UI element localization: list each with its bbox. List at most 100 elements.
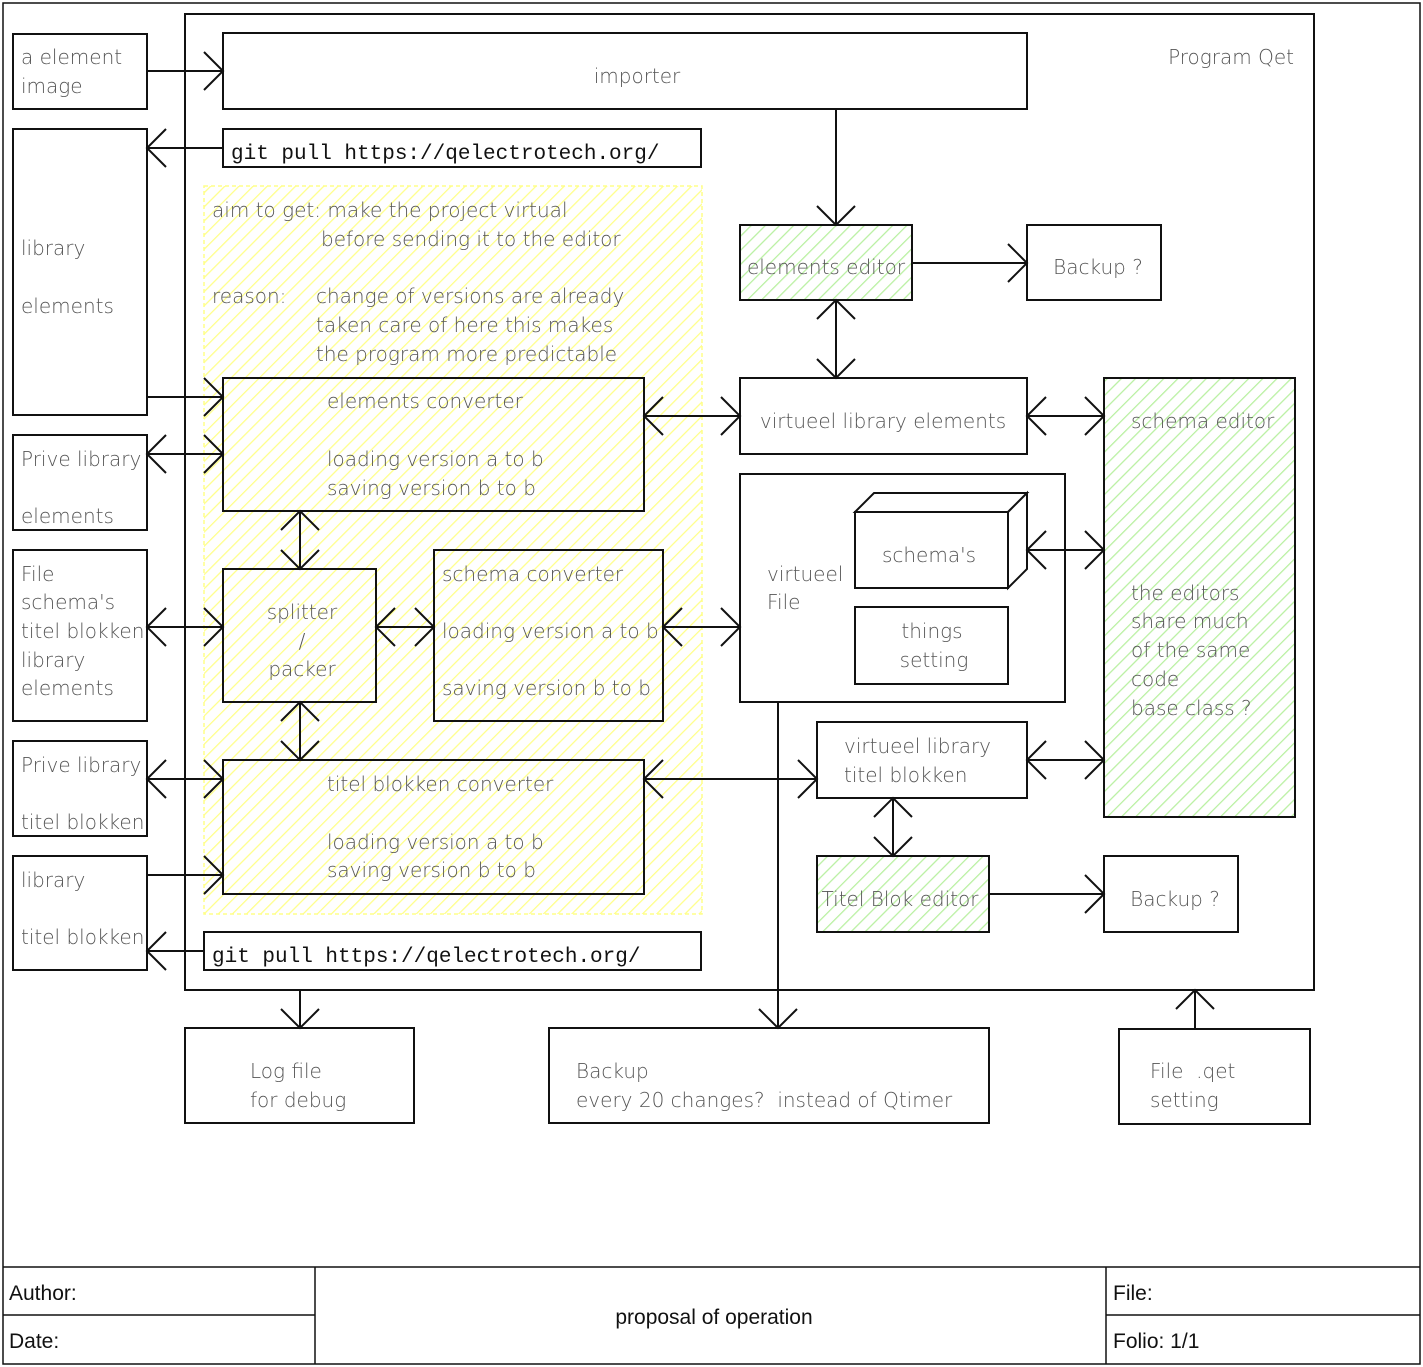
log-file-line1: Log file xyxy=(250,1059,322,1083)
arrowhead-left xyxy=(145,931,167,971)
arrowhead-down xyxy=(816,358,856,380)
arrowhead-down xyxy=(758,1008,798,1030)
file-schemas-line3: titel blokken xyxy=(21,619,144,643)
element-image-line2: image xyxy=(21,74,83,98)
arrowhead-left xyxy=(145,759,167,799)
importer-label: importer xyxy=(594,64,681,88)
titel-blokken-converter-box[interactable]: titel blokken converter loading version … xyxy=(222,759,645,895)
backup-bottom-box[interactable]: Backup every 20 changes? instead of Qtim… xyxy=(548,1027,990,1124)
schema-editor-note3: of the same xyxy=(1131,638,1250,662)
backup-bottom-line1: Backup xyxy=(576,1059,649,1083)
backup-elements-label: Backup ? xyxy=(1053,255,1143,279)
prive-library-titel-box[interactable]: Prive library titel blokken xyxy=(12,740,148,837)
library-titel-line1: library xyxy=(21,868,85,892)
library-elements-box[interactable]: library elements xyxy=(12,128,148,416)
git-pull-bottom-box[interactable]: git pull https://qelectrotech.org/ xyxy=(203,931,702,971)
folio-label: Folio: 1/1 xyxy=(1113,1330,1199,1353)
arrowhead-down xyxy=(280,1008,320,1030)
file-qet-line1: File .qet xyxy=(1150,1059,1235,1083)
schema-editor-note5: base class ? xyxy=(1131,696,1252,720)
author-label: Author: xyxy=(9,1282,77,1305)
titel-converter-line1: loading version a to b xyxy=(327,830,544,854)
virtueel-library-titel-box[interactable]: virtueel library titel blokken xyxy=(816,721,1028,799)
virtueel-library-elements-label: virtueel library elements xyxy=(760,409,1006,433)
aim-line1: aim to get: make the project virtual xyxy=(212,198,568,222)
arrowhead-down xyxy=(873,836,913,858)
arrowhead-up xyxy=(280,700,320,722)
elements-editor-label: elements editor xyxy=(747,255,906,279)
schema-converter-line2: saving version b to b xyxy=(442,676,651,700)
file-schemas-line5: elements xyxy=(21,676,114,700)
titel-blok-editor-box[interactable]: Titel Blok editor xyxy=(816,855,990,933)
arrowhead-right xyxy=(720,607,742,647)
virtueel-file-line1: virtueel xyxy=(767,562,843,586)
element-image-line1: a element xyxy=(21,45,122,69)
title-block-title: proposal of operation xyxy=(615,1306,812,1329)
connectors xyxy=(145,51,1215,1030)
schema-editor-box[interactable]: schema editor the editors share much of … xyxy=(1103,377,1296,818)
arrowhead-left xyxy=(374,607,396,647)
splitter-line3: packer xyxy=(268,657,336,681)
schema-converter-line1: loading version a to b xyxy=(442,619,659,643)
splitter-packer-box[interactable]: splitter / packer xyxy=(222,568,377,703)
things-setting-line1: things xyxy=(901,619,962,643)
arrowhead-left xyxy=(661,607,683,647)
schemas-cube[interactable]: schema's xyxy=(852,490,1030,591)
library-titel-box[interactable]: library titel blokken xyxy=(12,855,148,971)
splitter-line1: splitter xyxy=(267,600,338,624)
schema-converter-title: schema converter xyxy=(442,562,624,586)
virtueel-file-line2: File xyxy=(767,590,800,614)
reason-line3: the program more predictable xyxy=(316,342,617,366)
elements-converter-box[interactable]: elements converter loading version a to … xyxy=(222,377,645,512)
backup-titel-label: Backup ? xyxy=(1130,887,1220,911)
things-setting-box[interactable]: things setting xyxy=(854,606,1009,685)
file-schemas-line2: schema's xyxy=(21,590,115,614)
file-schemas-line4: library xyxy=(21,648,85,672)
arrowhead-right xyxy=(1084,740,1106,780)
aim-line2: before sending it to the editor xyxy=(321,227,621,251)
elements-converter-line1: loading version a to b xyxy=(327,447,544,471)
elements-editor-box[interactable]: elements editor xyxy=(739,224,913,301)
backup-elements-box[interactable]: Backup ? xyxy=(1026,224,1162,301)
date-label: Date: xyxy=(9,1330,59,1353)
arrowhead-left xyxy=(1025,396,1047,436)
splitter-line2: / xyxy=(299,629,306,653)
arrowhead-up xyxy=(1175,988,1215,1010)
prive-library-titel-line1: Prive library xyxy=(21,753,141,777)
prive-library-titel-line2: titel blokken xyxy=(21,810,144,834)
prive-library-elements-box[interactable]: Prive library elements xyxy=(12,434,148,531)
reason-line1: change of versions are already xyxy=(316,284,624,308)
library-elements-line1: library xyxy=(21,236,85,260)
title-block: Author: Date: proposal of operation File… xyxy=(3,1266,1420,1364)
log-file-box[interactable]: Log file for debug xyxy=(184,1027,415,1124)
backup-titel-box[interactable]: Backup ? xyxy=(1103,855,1239,933)
virtueel-library-titel-line2: titel blokken xyxy=(844,763,967,787)
arrowhead-down xyxy=(280,740,320,762)
importer-box[interactable]: importer xyxy=(222,32,1028,110)
arrowhead-right xyxy=(203,377,225,417)
element-image-box[interactable]: a element image xyxy=(12,33,148,110)
git-pull-top-box[interactable]: git pull https://qelectrotech.org/ xyxy=(222,128,702,168)
arrowhead-left xyxy=(642,396,664,436)
arrowhead-right xyxy=(203,51,225,91)
file-qet-box[interactable]: File .qet setting xyxy=(1118,1028,1311,1125)
reason-label: reason: xyxy=(212,284,286,308)
elements-converter-title: elements converter xyxy=(327,389,524,413)
schema-converter-box[interactable]: schema converter loading version a to b … xyxy=(433,549,664,722)
arrowhead-right xyxy=(203,855,225,895)
program-qet-frame xyxy=(184,13,1315,991)
prive-library-elements-line2: elements xyxy=(21,504,114,528)
virtueel-library-elements-box[interactable]: virtueel library elements xyxy=(739,377,1028,455)
arrowhead-left xyxy=(145,434,167,474)
things-setting-line2: setting xyxy=(900,648,969,672)
arrowhead-left xyxy=(1025,740,1047,780)
file-schemas-box[interactable]: File schema's titel blokken library elem… xyxy=(12,549,148,722)
schema-editor-note2: share much xyxy=(1131,609,1249,633)
arrowhead-right xyxy=(720,396,742,436)
arrowhead-up xyxy=(873,796,913,818)
arrowhead-right xyxy=(1007,243,1029,283)
schema-editor-note1: the editors xyxy=(1131,581,1239,605)
reason-line2: taken care of here this makes xyxy=(316,313,613,337)
